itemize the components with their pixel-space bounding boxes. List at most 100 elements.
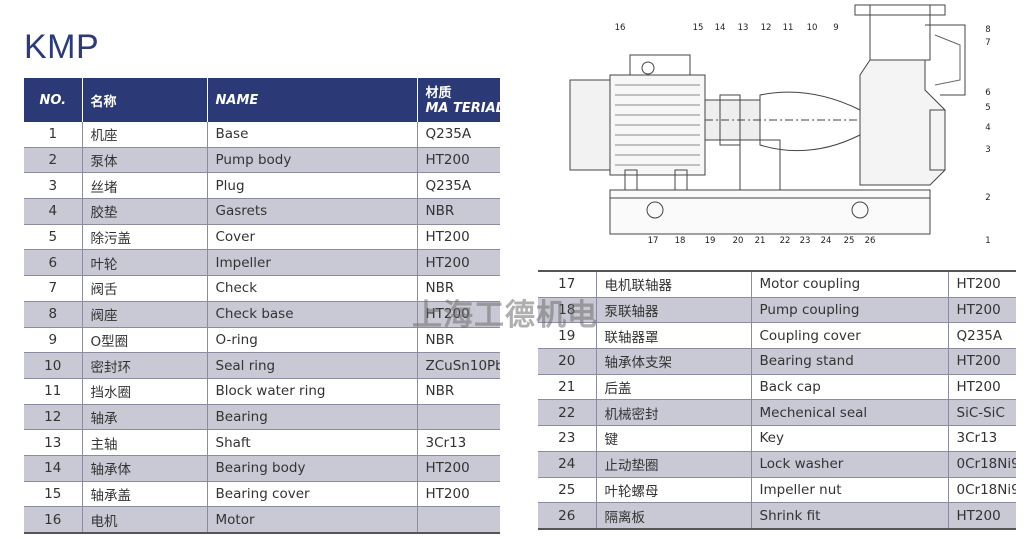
cell-name-cn: 机座: [82, 122, 208, 148]
callout-label: 6: [985, 88, 990, 98]
cell-name-cn: 轴承体支架: [596, 348, 752, 375]
cell-name-en: Key: [751, 425, 949, 452]
cell-name-en: Back cap: [751, 374, 949, 401]
cell-material: SiC-SiC: [948, 399, 1016, 427]
table-header-row: NO. 名称 NAME 材质 MA TERIAL: [24, 78, 500, 122]
cell-material: HT200: [948, 374, 1016, 401]
cell-name-en: Check base: [207, 301, 418, 328]
callout-label: 22: [780, 236, 791, 246]
page-title: KMP: [24, 28, 100, 66]
cell-name-en: Shaft: [207, 429, 418, 456]
cell-name-cn: 主轴: [82, 429, 208, 456]
callout-label: 16: [615, 23, 626, 33]
callout-label: 7: [985, 38, 990, 48]
cell-name-cn: 键: [596, 425, 752, 452]
cell-no: 22: [538, 399, 597, 427]
cell-name-en: Bearing stand: [751, 348, 949, 375]
cell-name-cn: 轴承盖: [82, 481, 208, 508]
cell-name-en: Bearing: [207, 404, 418, 431]
cell-name-en: Cover: [207, 224, 418, 251]
cell-name-cn: 挡水圈: [82, 378, 208, 405]
callout-label: 26: [865, 236, 876, 246]
cell-name-en: Impeller nut: [751, 477, 949, 504]
cell-name-cn: 阀座: [82, 301, 208, 328]
cell-material: ZCuSn10Pb5: [417, 352, 500, 379]
cell-material: NBR: [417, 275, 500, 302]
cell-material: NBR: [417, 378, 500, 405]
callout-label: 17: [648, 236, 659, 246]
cell-no: 1: [24, 122, 83, 148]
header-material-en: MA TERIAL: [425, 101, 501, 116]
callout-label: 21: [755, 236, 766, 246]
callout-label: 11: [783, 23, 794, 33]
cell-material: Q235A: [948, 322, 1016, 350]
cell-name-cn: 止动垫圈: [596, 451, 752, 478]
cell-material: HT200: [948, 271, 1016, 298]
cell-name-cn: 丝堵: [82, 172, 208, 200]
cell-material: 3Cr13: [417, 429, 500, 456]
cell-name-en: Lock washer: [751, 451, 949, 478]
callout-label: 9: [833, 23, 838, 33]
cell-no: 20: [538, 348, 597, 375]
callout-label: 4: [985, 123, 990, 133]
cell-name-cn: 机械密封: [596, 399, 752, 427]
cell-material: 0Cr18Ni9: [948, 451, 1016, 478]
cell-name-cn: 密封环: [82, 352, 208, 379]
cell-material: HT200: [417, 147, 500, 174]
cell-name-cn: 电机: [82, 506, 208, 535]
callout-label: 14: [715, 23, 726, 33]
cell-name-en: Impeller: [207, 249, 418, 277]
callout-label: 3: [985, 145, 990, 155]
header-name-cn: 名称: [82, 78, 208, 122]
cell-material: HT200: [948, 348, 1016, 375]
callout-label: 15: [693, 23, 704, 33]
cell-material: NBR: [417, 327, 500, 354]
cell-name-en: O-ring: [207, 327, 418, 354]
cell-name-cn: 后盖: [596, 374, 752, 401]
cell-name-en: Coupling cover: [751, 322, 949, 350]
cell-name-en: Bearing cover: [207, 481, 418, 508]
cell-material: [417, 506, 500, 535]
cell-name-cn: 轴承体: [82, 455, 208, 482]
cell-name-cn: 叶轮螺母: [596, 477, 752, 504]
cell-name-cn: 隔离板: [596, 502, 752, 530]
cell-no: 23: [538, 425, 597, 452]
cell-no: 3: [24, 172, 83, 200]
cell-material: HT200: [417, 301, 500, 328]
cell-no: 18: [538, 297, 597, 324]
cell-name-en: Bearing body: [207, 455, 418, 482]
cell-no: 2: [24, 147, 83, 174]
cell-name-cn: 泵联轴器: [596, 297, 752, 324]
cell-material: 0Cr18Ni9: [948, 477, 1016, 504]
cell-material: HT200: [417, 249, 500, 277]
callout-label: 25: [844, 236, 855, 246]
callout-label: 10: [807, 23, 818, 33]
cell-name-en: Pump body: [207, 147, 418, 174]
cell-material: [417, 404, 500, 431]
cell-name-cn: 轴承: [82, 404, 208, 431]
callout-label: 18: [675, 236, 686, 246]
cell-name-en: Plug: [207, 172, 418, 200]
cell-name-cn: 胶垫: [82, 198, 208, 225]
cell-material: 3Cr13: [948, 425, 1016, 452]
callout-label: 24: [821, 236, 832, 246]
cell-name-en: Motor coupling: [751, 271, 949, 298]
